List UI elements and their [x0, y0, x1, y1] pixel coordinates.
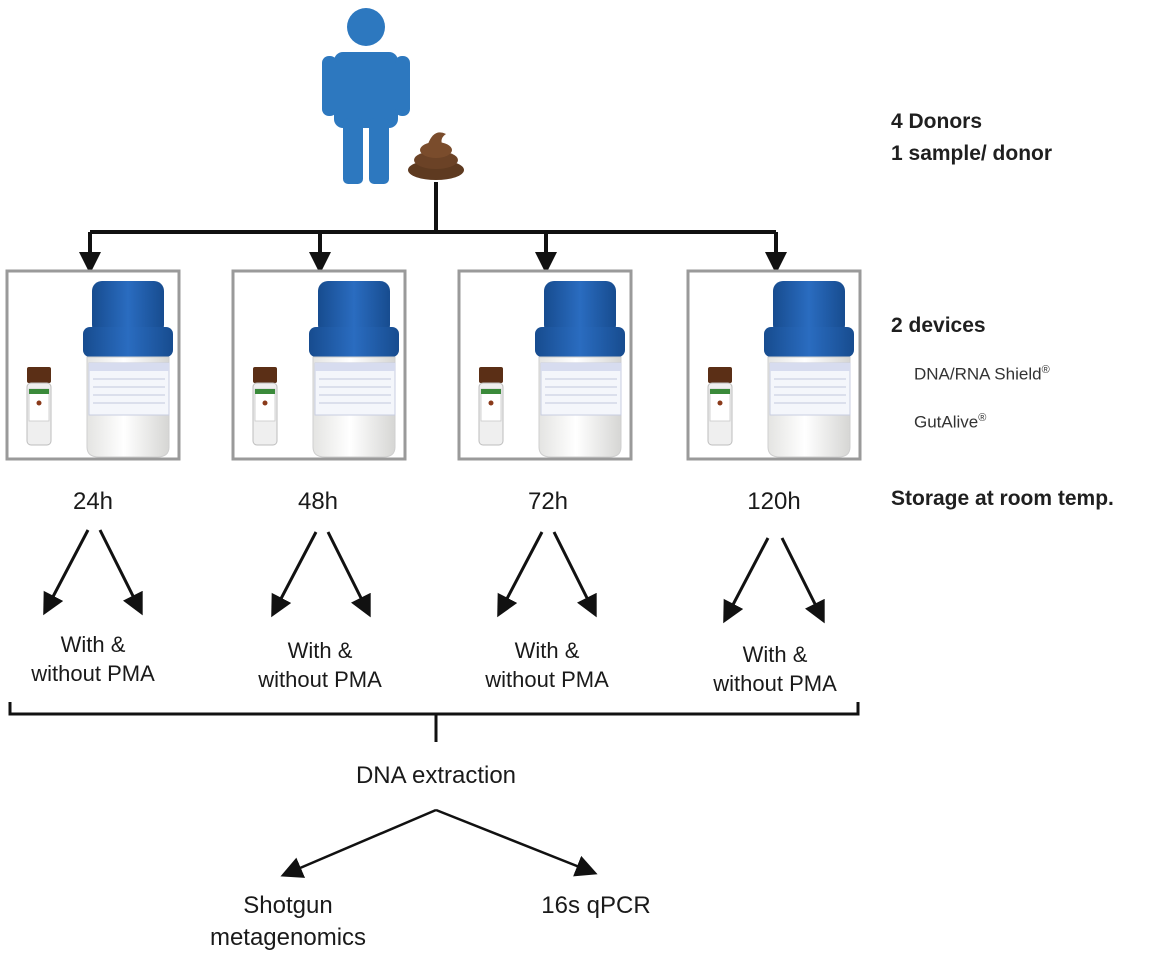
pma-split-arrows — [43, 529, 825, 624]
sample-split-connector — [79, 182, 787, 274]
samples-per-donor-label: 1 sample/ donor — [891, 142, 1053, 165]
pooling-bracket — [8, 702, 860, 742]
extraction-split-arrows — [280, 808, 598, 878]
pma-label-24h: With &without PMA — [31, 632, 155, 686]
kit-box-120h — [686, 269, 862, 461]
pma-label-120h: With &without PMA — [713, 642, 837, 696]
output-16s-qpcr: 16s qPCR — [541, 892, 651, 919]
device-item-dna-rna-shield: DNA/RNA Shield® — [914, 364, 1050, 384]
pma-label-72h: With &without PMA — [485, 638, 609, 692]
kit-box-48h — [231, 269, 407, 461]
device-item-gutalive: GutAlive® — [914, 412, 987, 432]
storage-title: Storage at room temp. — [891, 487, 1114, 510]
time-label-72h: 72h — [527, 488, 569, 515]
dna-extraction-label: DNA extraction — [355, 762, 517, 789]
donors-label: 4 Donors — [891, 110, 983, 133]
devices-title: 2 devices — [891, 314, 986, 337]
time-label-24h: 24h — [72, 488, 114, 515]
time-label-48h: 48h — [297, 488, 339, 515]
kit-box-24h — [5, 269, 181, 461]
time-label-120h: 120h — [747, 488, 801, 515]
stool-icon — [408, 132, 464, 180]
pma-label-48h: With &without PMA — [258, 638, 382, 692]
person-icon — [322, 8, 410, 184]
kit-box-72h — [457, 269, 633, 461]
